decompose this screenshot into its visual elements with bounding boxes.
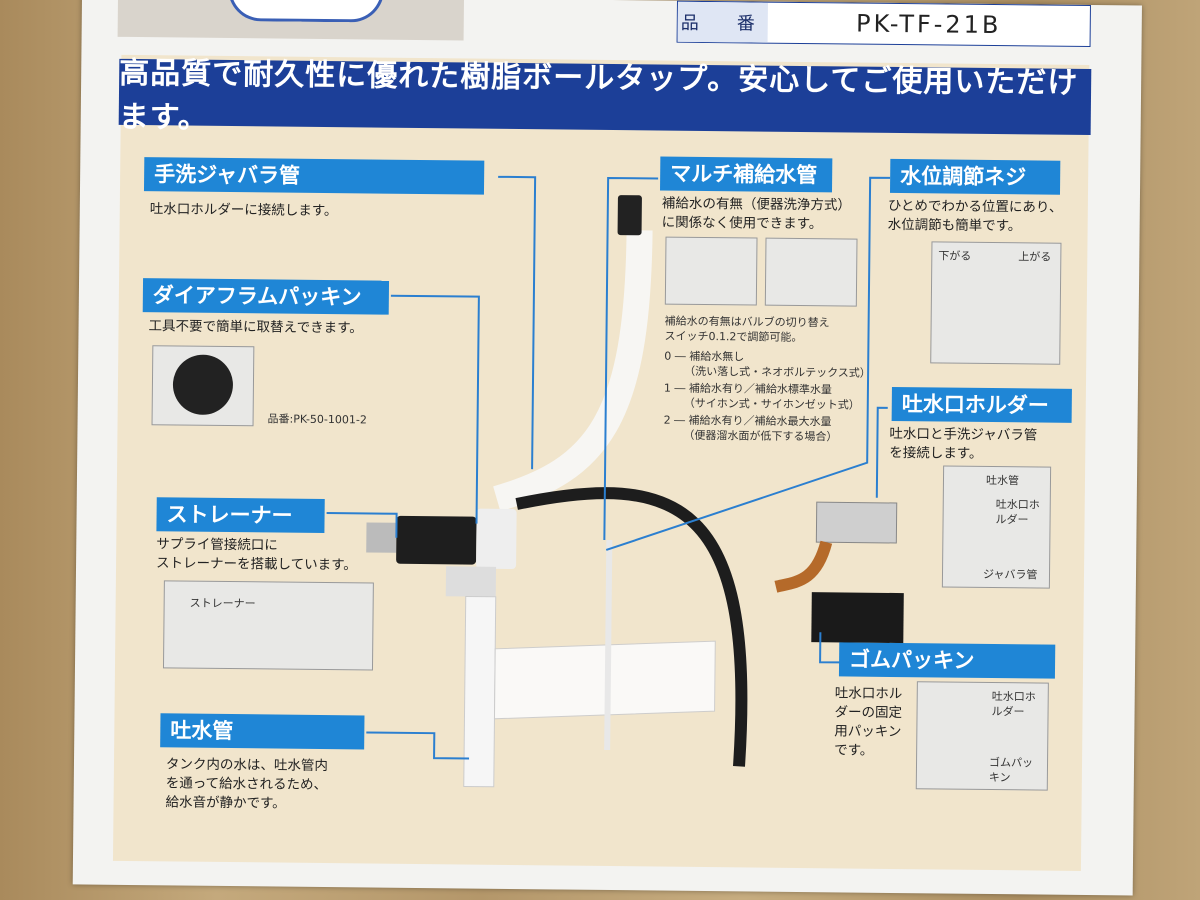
ballcock-illustration	[326, 175, 904, 788]
desc-holder-1: 吐水口と手洗ジャバラ管	[889, 425, 1038, 444]
desc-strainer-2: ストレーナーを搭載しています。	[155, 555, 357, 574]
multi-note-1: 補給水の有無はバルブの切り替え	[664, 314, 830, 330]
desc-rubber-3: 用パッキン	[834, 723, 902, 741]
desc-level-1: ひとめでわかる位置にあり、	[887, 197, 1063, 216]
desc-diaphragm: 工具不要で簡単に取替えできます。	[148, 318, 363, 337]
diaphragm-part-number: 品番:PK-50-1001-2	[267, 412, 367, 427]
desc-multi-2: に関係なく使用できます。	[661, 214, 823, 233]
level-down-label: 下がる	[938, 249, 972, 263]
desc-outlet-pipe-1: タンク内の水は、吐水管内	[165, 756, 329, 775]
rubber-photo: 吐水口ホルダー ゴムパッキン	[915, 681, 1049, 791]
holder-label-bellows: ジャバラ管	[982, 567, 1038, 582]
desc-bellows-pipe: 吐水口ホルダーに接続します。	[149, 201, 338, 220]
multi-note-2: スイッチ0.1.2で調節可能。	[664, 329, 803, 345]
desc-outlet-pipe-3: 給水音が静かです。	[165, 794, 286, 812]
label-bellows-pipe: 手洗ジャバラ管	[143, 157, 485, 195]
multi-option-0-note: （洗い落し式・ネオボルテックス式）	[684, 364, 871, 380]
label-spout-holder: 吐水口ホルダー	[891, 386, 1072, 423]
label-strainer: ストレーナー	[156, 497, 325, 534]
desc-holder-2: を接続します。	[889, 444, 983, 462]
holder-label-pipe: 吐水管	[985, 473, 1020, 488]
strainer-photo: ストレーナー	[162, 580, 374, 671]
desc-multi-1: 補給水の有無（便器洗浄方式）	[661, 195, 851, 214]
label-outlet-pipe: 吐水管	[160, 713, 365, 750]
desc-rubber-1: 吐水口ホル	[834, 685, 903, 703]
multi-option-1: 1 ― 補給水有り／補給水標準水量	[663, 381, 832, 397]
label-rubber-gasket: ゴムパッキン	[838, 642, 1056, 679]
multi-photo-left	[664, 236, 758, 306]
desc-level-2: 水位調節も簡単です。	[887, 216, 1022, 235]
label-diaphragm: ダイアフラムパッキン	[142, 278, 390, 315]
multi-photo-right	[764, 237, 858, 307]
level-up-label: 上がる	[1018, 250, 1052, 264]
desc-rubber-2: ダーの固定	[834, 704, 903, 722]
multi-option-0: 0 ― 補給水無し	[664, 349, 745, 364]
rubber-label-gasket: ゴムパッキン	[988, 755, 1034, 785]
strainer-photo-label: ストレーナー	[189, 596, 256, 611]
rubber-label-holder: 吐水口ホルダー	[991, 690, 1036, 719]
product-card: 品 番 PK-TF-21B 高品質で耐久性に優れた樹脂ボールタップ。安心してご使…	[72, 0, 1142, 896]
desc-outlet-pipe-2: を通って給水されるため、	[165, 775, 328, 794]
label-water-level-screw: 水位調節ネジ	[889, 158, 1061, 195]
holder-label-holder: 吐水口ホルダー	[995, 498, 1040, 527]
desc-rubber-4: です。	[834, 742, 874, 759]
multi-option-2: 2 ― 補給水有り／補給水最大水量	[663, 413, 832, 429]
desc-strainer-1: サプライ管接続口に	[156, 536, 278, 554]
diaphragm-photo	[151, 345, 255, 427]
holder-photo: 吐水管 吐水口ホルダー ジャバラ管	[941, 465, 1052, 589]
multi-option-1-note: （サイホン式・サイホンゼット式）	[683, 396, 860, 412]
multi-option-2-note: （便器溜水面が低下する場合）	[683, 428, 838, 444]
label-multi-supply-pipe: マルチ補給水管	[660, 156, 833, 193]
level-photo: 下がる 上がる	[930, 241, 1062, 365]
